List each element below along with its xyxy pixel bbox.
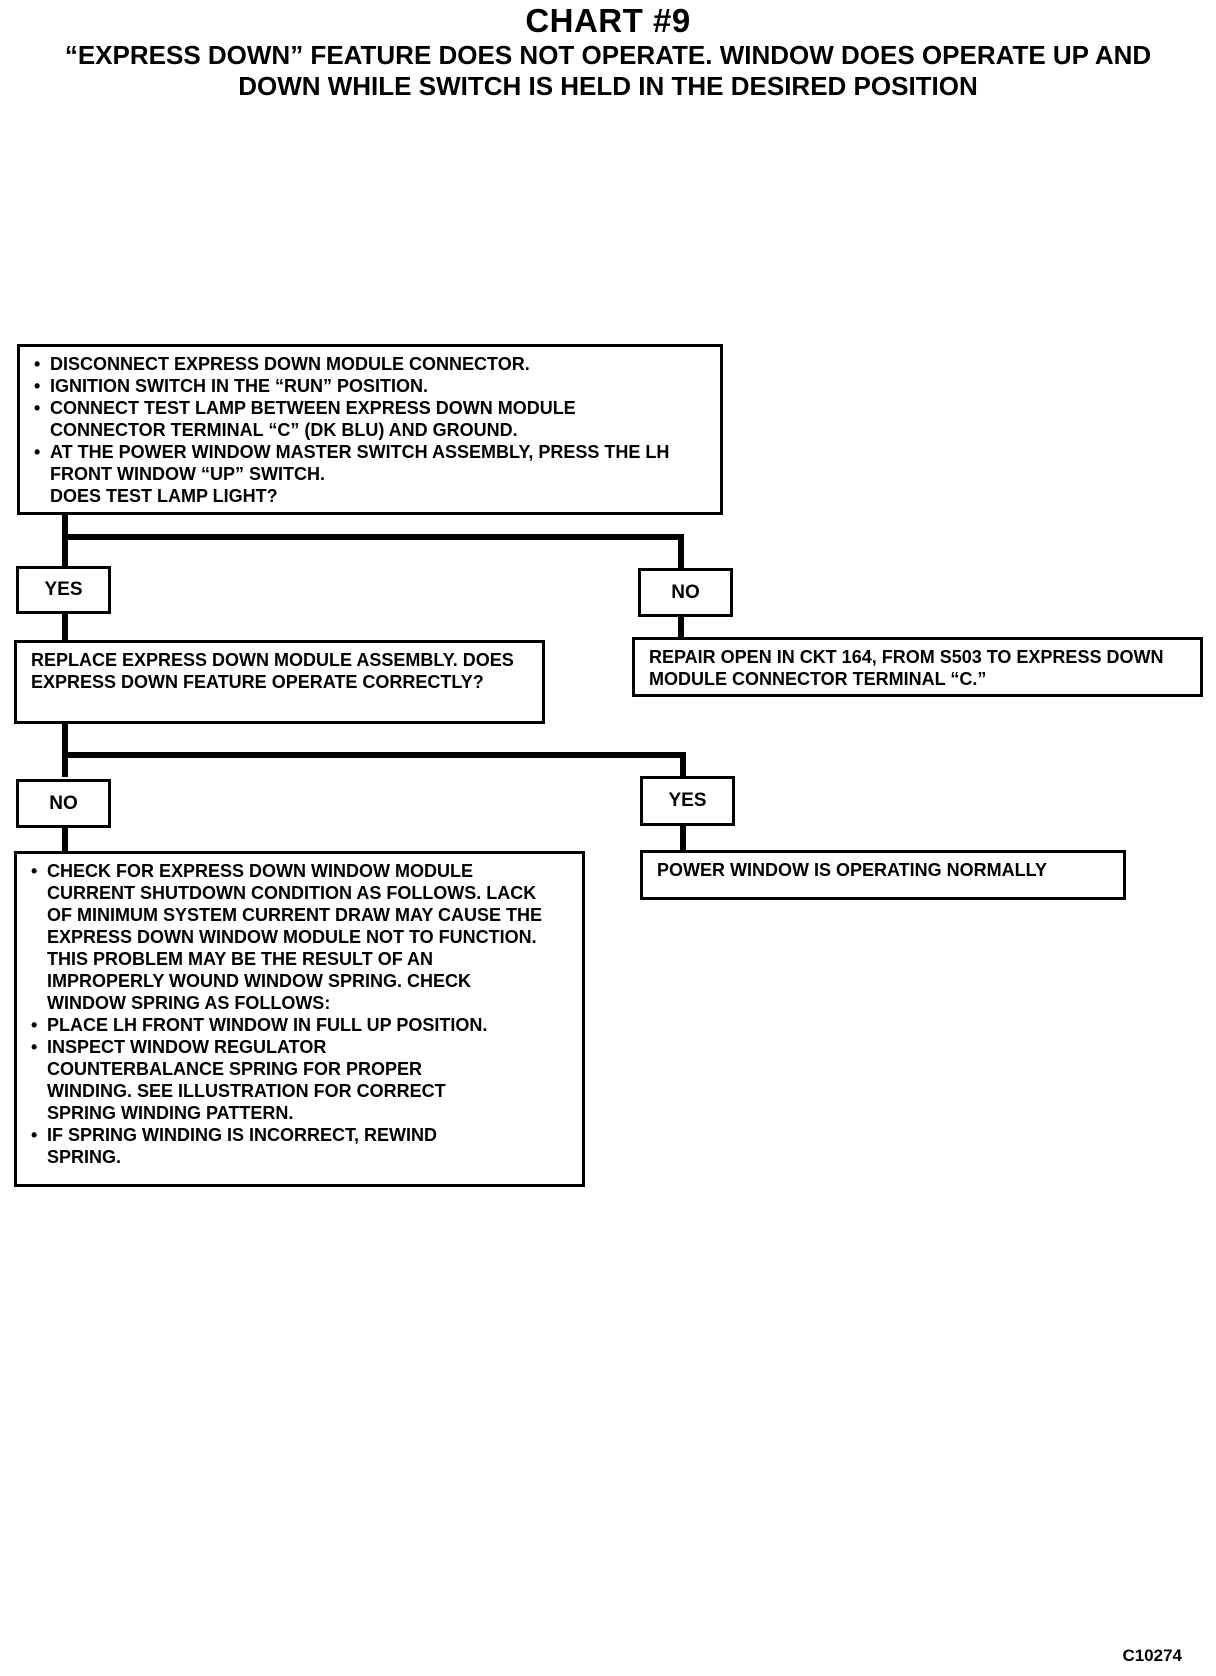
step1-bullet: IGNITION SWITCH IN THE “RUN” POSITION. [34, 375, 706, 397]
label-no-1: NO [638, 568, 733, 617]
normal-text: POWER WINDOW IS OPERATING NORMALLY [657, 860, 1047, 880]
step2-text: REPLACE EXPRESS DOWN MODULE ASSEMBLY. DO… [31, 650, 514, 692]
step3-box: CHECK FOR EXPRESS DOWN WINDOW MODULE CUR… [14, 851, 585, 1187]
step1-question: DOES TEST LAMP LIGHT? [50, 486, 278, 506]
connector-branch1-horizontal [62, 534, 684, 540]
repair-box: REPAIR OPEN IN CKT 164, FROM S503 TO EXP… [632, 637, 1203, 697]
step3-bullet: CHECK FOR EXPRESS DOWN WINDOW MODULE CUR… [31, 860, 568, 1014]
normal-box: POWER WINDOW IS OPERATING NORMALLY [640, 850, 1126, 900]
connector-no2-to-step3 [62, 826, 68, 854]
step2-box: REPLACE EXPRESS DOWN MODULE ASSEMBLY. DO… [14, 640, 545, 724]
connector-branch1-right-drop [678, 534, 684, 570]
step1-bullet: AT THE POWER WINDOW MASTER SWITCH ASSEMB… [34, 441, 706, 485]
label-yes-1: YES [16, 566, 111, 614]
connector-no1-to-repair [678, 615, 684, 639]
connector-yes1-to-step2 [62, 612, 68, 642]
subtitle-line-1: “EXPRESS DOWN” FEATURE DOES NOT OPERATE.… [64, 40, 1152, 70]
label-no-2: NO [16, 779, 111, 828]
step3-bullet: PLACE LH FRONT WINDOW IN FULL UP POSITIO… [31, 1014, 568, 1036]
step1-bullet: DISCONNECT EXPRESS DOWN MODULE CONNECTOR… [34, 353, 706, 375]
step3-bullet: IF SPRING WINDING IS INCORRECT, REWIND S… [31, 1124, 568, 1168]
connector-step2-down [62, 722, 68, 777]
connector-yes2-to-normal [680, 824, 686, 852]
label-yes-2: YES [640, 776, 735, 826]
step1-bullet: CONNECT TEST LAMP BETWEEN EXPRESS DOWN M… [34, 397, 706, 441]
figure-id: C10274 [1122, 1646, 1182, 1665]
step1-box: DISCONNECT EXPRESS DOWN MODULE CONNECTOR… [17, 344, 723, 515]
subtitle-line-2: DOWN WHILE SWITCH IS HELD IN THE DESIRED… [238, 71, 978, 101]
connector-branch2-right-drop [680, 752, 686, 778]
page-title: CHART #9 [525, 2, 691, 39]
connector-step1-down [62, 513, 68, 568]
step3-bullet: INSPECT WINDOW REGULATOR COUNTERBALANCE … [31, 1036, 568, 1124]
repair-text: REPAIR OPEN IN CKT 164, FROM S503 TO EXP… [649, 647, 1164, 689]
connector-branch2-horizontal [62, 752, 686, 758]
page-subtitle: “EXPRESS DOWN” FEATURE DOES NOT OPERATE.… [0, 40, 1216, 102]
